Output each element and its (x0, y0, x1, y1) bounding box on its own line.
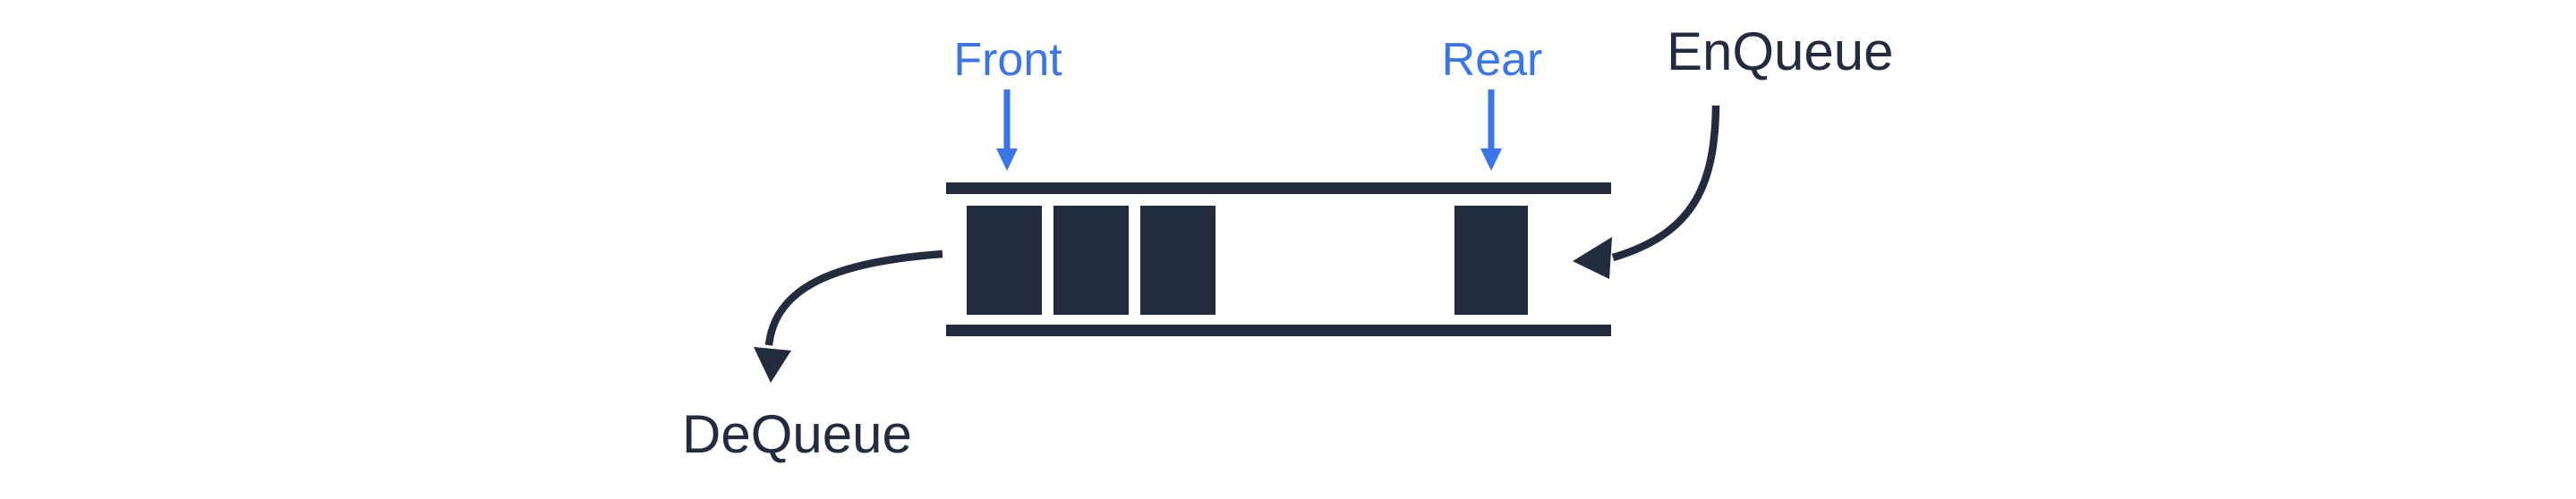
rear-label: Rear (1441, 34, 1543, 86)
enqueue-arrow (1573, 105, 1720, 279)
queue-cell-front-3 (1140, 206, 1215, 315)
rear-pointer-arrow (1480, 89, 1502, 171)
enqueue-label: EnQueue (1667, 21, 1894, 81)
dequeue-label: DeQueue (682, 404, 912, 464)
queue-bottom-rail (946, 325, 1611, 336)
queue-cell-front-1 (967, 206, 1042, 315)
dequeue-arrowhead-icon (754, 347, 791, 383)
front-pointer-arrow (996, 89, 1018, 171)
dequeue-arrow (754, 249, 943, 383)
queue-cell-front-2 (1053, 206, 1129, 315)
enqueue-arrowhead-icon (1573, 237, 1612, 279)
front-arrowhead-icon (996, 148, 1018, 171)
queue-cell-rear (1454, 206, 1528, 315)
enqueue-arrow-curve (1611, 105, 1720, 262)
dequeue-arrow-curve (764, 249, 943, 346)
queue-top-rail (946, 182, 1611, 194)
rear-arrowhead-icon (1480, 148, 1502, 171)
front-label: Front (953, 34, 1062, 86)
